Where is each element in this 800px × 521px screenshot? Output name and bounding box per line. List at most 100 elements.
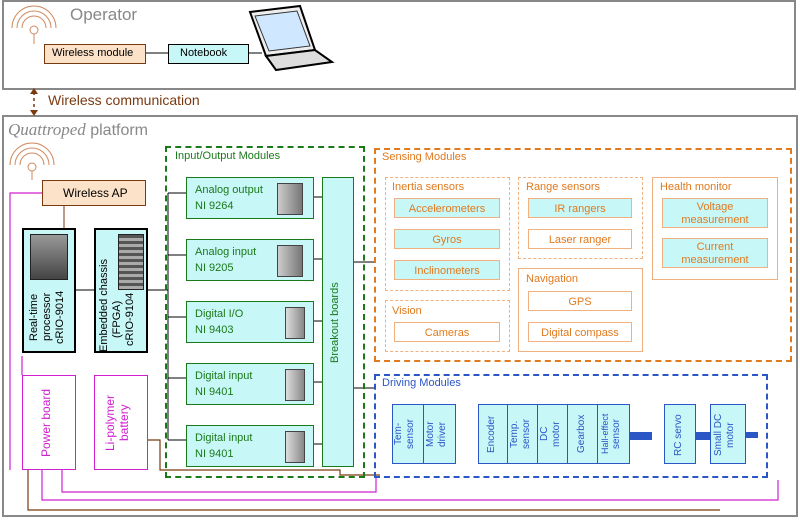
inertia-sensors-title: Inertia sensors [392,181,465,193]
battery-label: Li-polymer battery [103,382,139,464]
encoder-label: Encoder [486,415,497,453]
realtime-line3: cRIO-9014 [54,290,66,344]
io-module-4-model: NI 9401 [195,386,234,398]
driving-modules-frame [374,374,768,478]
gearbox: Gearbox [568,404,598,464]
current-line2: measurement [681,254,749,266]
crio-9014-image [30,234,68,280]
motor-driver: Motor driver [424,404,456,464]
gps-box: GPS [528,291,632,311]
wireless-communication-label: Wireless communication [48,92,200,108]
current-line1: Current [696,241,734,253]
ni-module-icon [285,307,305,339]
io-module-2: Analog input NI 9205 [186,239,314,281]
wireless-module-label: Wireless module [52,47,134,59]
voltage-line1: Voltage [696,201,734,213]
vision-title: Vision [392,305,422,317]
gyros-box: Gyros [394,229,500,249]
digital-compass-box: Digital compass [528,322,632,342]
io-module-5: Digital input NI 9401 [186,425,314,467]
voltage-measurement-box: Voltage measurement [662,198,768,228]
rc-servo-box: RC servo [664,404,696,464]
small-dc-line1: Small DC [713,413,724,457]
dc-motor-line2: motor [551,421,562,447]
inertia-sensors-group [385,177,510,291]
health-monitor-title: Health monitor [660,181,732,193]
wireless-ap-box: Wireless AP [42,180,146,206]
current-measurement-box: Current measurement [662,238,768,268]
platform-title: Quattroped platform [8,120,148,140]
realtime-line1: Real-time [28,293,40,341]
wireless-ap-label: Wireless AP [63,186,128,200]
laser-ranger-box: Laser ranger [528,229,632,249]
range-sensors-group [518,177,643,259]
navigation-title: Navigation [526,273,578,285]
realtime-processor-box: Real-time processor cRIO-9014 [22,228,76,353]
inclinometers-box: Inclinometers [394,260,500,280]
platform-title-rest: platform [85,122,149,139]
io-module-1-name: Analog output [195,184,263,196]
io-module-3: Digital I/O NI 9403 [186,301,314,343]
gyros-label: Gyros [432,234,462,246]
health-monitor-group [652,177,778,280]
io-module-5-model: NI 9401 [195,448,234,460]
io-module-3-model: NI 9403 [195,324,234,336]
accelerometers-box: Accelerometers [394,198,500,218]
io-module-1: Analog output NI 9264 [186,177,314,219]
motor-driver-line2: driver [437,421,448,447]
motor-driver-line1: Motor [425,421,436,447]
dc-motor-line1: DC [539,426,550,442]
operator-title: Operator [70,5,138,24]
temp-sensor-2-label: Temp. sensor [509,406,537,462]
temp-sensor-2-line2: sensor [521,419,532,450]
realtime-line2: processor [41,292,53,342]
gearbox-label: Gearbox [576,414,587,454]
encoder: Encoder [478,404,508,464]
io-module-4: Digital input NI 9401 [186,363,314,405]
cameras-label: Cameras [424,327,470,339]
inclinometers-label: Inclinometers [414,265,480,277]
hall-effect-line1: Hall-effect [600,413,610,455]
chassis-line3: cRIO-9104 [124,292,136,346]
hall-effect-sensor: Hall-effect sensor [598,404,630,464]
small-dc-line2: motor [725,422,736,448]
io-module-5-name: Digital input [195,432,253,444]
chassis-line2: (FPGA) [111,300,123,338]
cameras-box: Cameras [394,322,500,342]
dc-motor: DC motor [538,404,568,464]
gps-label: GPS [568,296,592,308]
io-module-2-name: Analog input [195,246,257,258]
small-dc-motor-box: Small DC motor [710,404,746,464]
ni-module-icon [277,245,303,277]
dc-motor-label: DC motor [539,406,567,462]
voltage-line2: measurement [681,214,749,226]
ni-module-icon [285,431,305,463]
chassis-text: Embedded chassis (FPGA) cRIO-9104 [98,259,146,352]
wireless-module-box: Wireless module [44,44,146,64]
laser-ranger-label: Laser ranger [548,234,612,246]
io-module-4-name: Digital input [195,370,253,382]
small-dc-motor-label: Small DC motor [713,407,743,463]
motor-driver-label: Motor driver [425,406,455,462]
realtime-processor-label: Real-time processor cRIO-9014 [28,284,72,350]
notebook-box: Notebook [168,44,249,64]
vision-group [385,300,510,352]
range-sensors-title: Range sensors [526,181,600,193]
temp-sensor-1: Tem- sensor [392,404,424,464]
navigation-group [518,268,643,352]
platform-title-italic: Quattroped [8,120,86,139]
ir-rangers-label: IR rangers [554,203,606,215]
crio-9104-image [118,234,144,290]
digital-compass-label: Digital compass [541,327,619,339]
temp-sensor-2: Temp. sensor [508,404,538,464]
io-modules-frame [165,146,365,478]
battery-line2: battery [117,404,131,442]
battery-box: Li-polymer battery [94,375,148,470]
temp-sensor-1-line2: sensor [405,419,416,450]
battery-line1: Li-polymer [103,395,117,452]
driving-group-1 [392,404,456,464]
io-modules-title: Input/Output Modules [175,150,281,162]
io-module-3-name: Digital I/O [195,308,244,320]
power-board-box: Power board [22,375,76,470]
